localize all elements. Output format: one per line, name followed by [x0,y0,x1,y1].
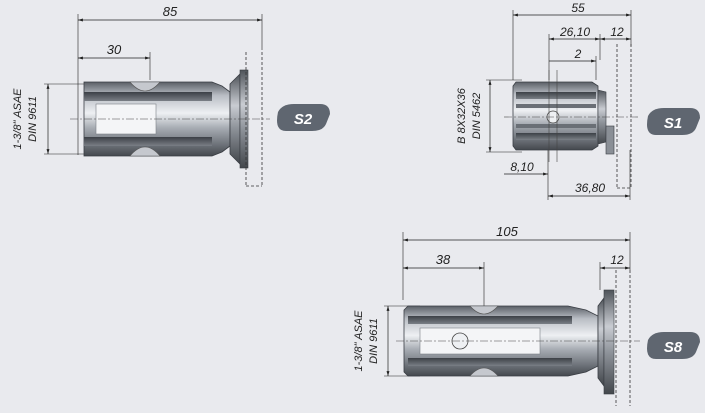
s2-spec-line2: DIN 9611 [27,96,39,142]
s1-shaft-body [504,44,640,189]
s2-drawing: 85 30 1-3/8" ASAE DIN 9611 S2 [12,4,330,187]
s8-dim-partial: 38 [436,252,451,267]
s8-dim-flange: 12 [610,253,624,267]
s8-spec-line2: DIN 9611 [368,318,380,364]
s8-dim-total: 105 [496,224,518,239]
s8-drawing: 105 38 12 1-3/8" ASAE DIN 9611 [353,224,700,406]
s1-dim-bottom-left: 8,10 [510,160,534,174]
s1-badge: S1 [647,108,700,135]
s1-dim-flange: 12 [610,25,624,39]
s1-dim-total: 55 [571,1,585,15]
s1-spec-line2: DIN 5462 [471,93,483,139]
s1-badge-label: S1 [664,115,682,132]
s1-dim-bottom-right: 36,80 [575,181,605,195]
s2-badge-label: S2 [294,111,313,128]
s8-badge: S8 [647,332,700,359]
s1-drawing: 55 26,10 12 2 B 8X32X36 DIN 5462 8,10 36… [456,1,700,200]
s2-spec-line1: 1-3/8" ASAE [12,88,24,150]
s8-shaft-body [396,270,640,406]
s2-shaft-body [70,52,270,187]
s2-dim-partial: 30 [107,42,122,57]
s1-spec-line1: B 8X32X36 [456,87,468,144]
s2-badge: S2 [277,104,330,131]
s8-spec-line1: 1-3/8" ASAE [353,310,365,372]
s1-dim-mid: 26,10 [559,25,590,39]
s1-dim-small: 2 [574,47,582,61]
s8-badge-label: S8 [664,339,683,356]
s2-dim-total: 85 [163,4,178,19]
